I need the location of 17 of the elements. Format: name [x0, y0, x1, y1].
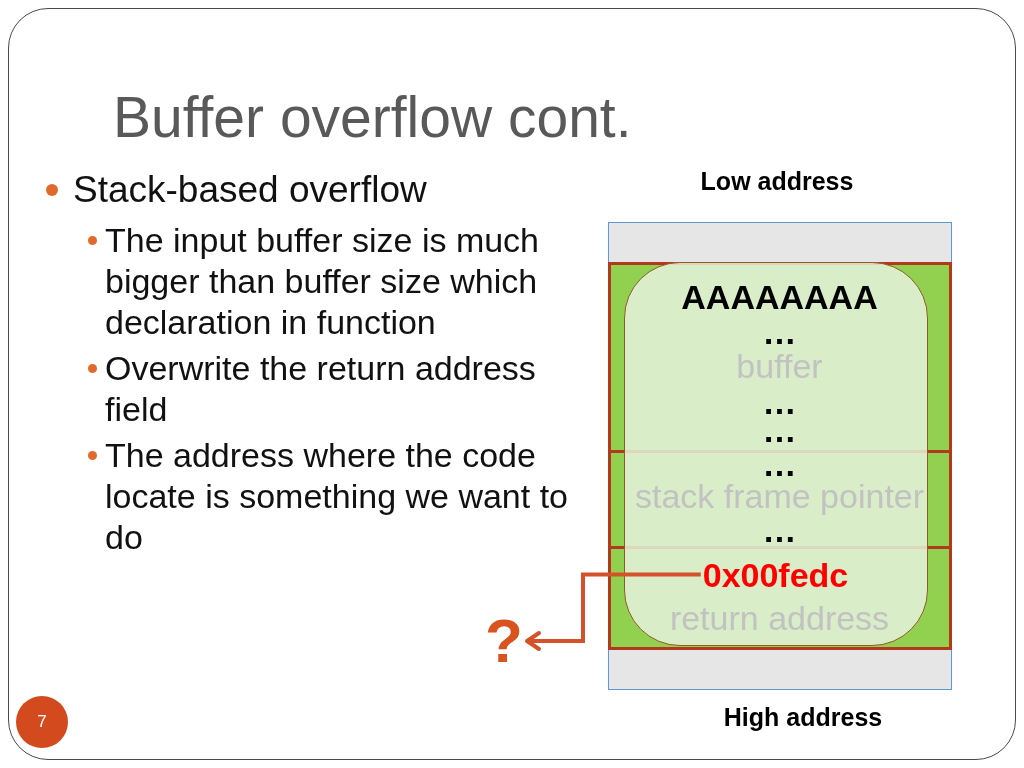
bullet-text: The input buffer size is much bigger than buffer size which declaration in function [105, 220, 541, 343]
slide-title: Buffer overflow cont. [113, 86, 632, 149]
ellipsis-text: … [762, 517, 797, 542]
arrow [525, 572, 701, 651]
ellipsis-text: … [762, 417, 797, 442]
address-value: 0x00fedc [702, 555, 849, 594]
bullet-text: Stack-based overflow [73, 168, 428, 212]
address-label: Low address [700, 167, 854, 196]
address-label: High address [723, 703, 883, 732]
slide-number: 7 [16, 696, 68, 748]
bullet-text: Overwrite the return address field [105, 348, 537, 430]
ellipsis-text: … [762, 389, 797, 414]
ellipsis-text: … [762, 451, 797, 476]
overflow-data-text: AAAAAAAA [681, 277, 878, 316]
question-mark: ? [484, 610, 524, 672]
bullet-text: The address where the code locate is something we want to do [105, 435, 570, 558]
ellipsis-text: … [762, 319, 797, 344]
